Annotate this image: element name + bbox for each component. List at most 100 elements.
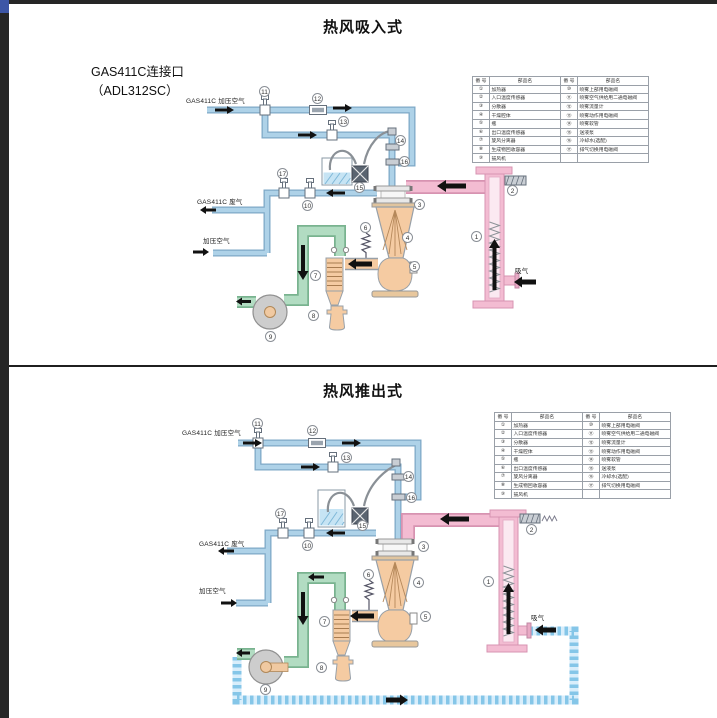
part-marker-11: 11 (259, 86, 270, 97)
parts-table-header: 番 号 (560, 76, 578, 86)
part-marker-17: 17 (275, 508, 286, 519)
part-marker-13: 13 (338, 116, 349, 127)
collection-bottle (332, 655, 354, 682)
nozzle-cap (387, 127, 397, 136)
suction-port (503, 275, 516, 286)
part-marker-11: 11 (252, 418, 263, 429)
part-marker-14: 14 (395, 135, 406, 146)
suction-arrow (514, 276, 536, 288)
part-marker-7: 7 (310, 270, 321, 281)
part-marker-6: 6 (360, 222, 371, 233)
diagram-suction (193, 95, 536, 331)
parts-table-header: 部品名 (599, 412, 671, 422)
pipe-label: GAS411C 加压空气 (186, 98, 245, 105)
exhaust-duct (237, 572, 346, 668)
upflow-arrow (503, 583, 514, 634)
part-marker-4: 4 (402, 232, 413, 243)
outlet-temp-sensor (360, 232, 372, 258)
parts-table-header: 部品名 (577, 76, 649, 86)
heater-column (401, 509, 558, 653)
spray-pattern (382, 561, 408, 608)
pump-suction-tube (326, 491, 356, 513)
pump-suction-tube (328, 149, 358, 171)
pipe-label: 加压空气 (199, 588, 226, 595)
connector-label: GAS411C连接口 （ADL312SC） (91, 63, 184, 102)
part-marker-9: 9 (265, 331, 276, 342)
part-marker-3: 3 (418, 541, 429, 552)
feed-water-tank (317, 489, 346, 528)
part-marker-3: 3 (414, 199, 425, 210)
part-marker-14: 14 (403, 471, 414, 482)
parts-table-header: 番 号 (494, 412, 512, 422)
part-marker-7: 7 (319, 616, 330, 627)
section-title-suction: 热风吸入式 (322, 19, 403, 36)
part-marker-17: 17 (277, 168, 288, 179)
section-divider (9, 365, 717, 367)
sensor-coil (541, 514, 558, 523)
nozzle-fitting-16 (391, 493, 406, 501)
part-marker-16: 16 (406, 492, 417, 503)
upflow-arrow (489, 239, 500, 290)
page-top-frame (9, 0, 717, 4)
collection-bottle (326, 305, 348, 331)
aspirator (252, 294, 288, 330)
part-marker-15: 15 (354, 182, 365, 193)
nozzle-cap (391, 458, 401, 467)
air-pipes (227, 439, 422, 607)
page-left-frame (0, 0, 9, 718)
nozzle-fitting-14 (391, 473, 406, 481)
part-marker-2: 2 (526, 524, 537, 535)
drying-chamber (371, 555, 419, 648)
cyclone (325, 257, 344, 306)
spray-joint (375, 538, 415, 557)
pipe-label: 吸气 (515, 268, 529, 275)
flow-arrows (193, 104, 466, 306)
aspirator (248, 649, 289, 685)
chamber-port (409, 261, 418, 274)
part-marker-4: 4 (413, 577, 424, 588)
section-title-push: 热风推出式 (322, 383, 403, 400)
nozzle-fitting-16 (385, 158, 400, 166)
part-marker-9: 9 (260, 684, 271, 695)
nozzle-fitting-14 (385, 143, 400, 151)
heater-column (406, 166, 536, 309)
part-marker-15: 15 (357, 520, 368, 531)
parts-table-header: 番 号 (472, 76, 490, 86)
feed-water-tank (321, 157, 353, 186)
accent-square (0, 0, 9, 13)
connector-label-line2: （ADL312SC） (91, 84, 179, 99)
part-marker-10: 10 (302, 200, 313, 211)
pump-delivery-tube (362, 129, 392, 165)
parts-table-header: 部品名 (511, 412, 583, 422)
part-marker-12: 12 (312, 93, 323, 104)
pipe-label: GAS411C 加压空气 (182, 430, 241, 437)
parts-table-header: 部品名 (489, 76, 561, 86)
flow-arrows (218, 439, 469, 706)
part-marker-10: 10 (302, 540, 313, 551)
inlet-sensor-fitting (504, 175, 527, 186)
pipe-label: GAS411C 废气 (199, 541, 245, 548)
part-marker-1: 1 (471, 231, 482, 242)
outlet-temp-sensor (363, 579, 375, 610)
spray-pattern (382, 209, 408, 256)
chamber-port (409, 612, 418, 625)
pipe-label: GAS411C 废气 (197, 199, 243, 206)
part-marker-16: 16 (399, 156, 410, 167)
